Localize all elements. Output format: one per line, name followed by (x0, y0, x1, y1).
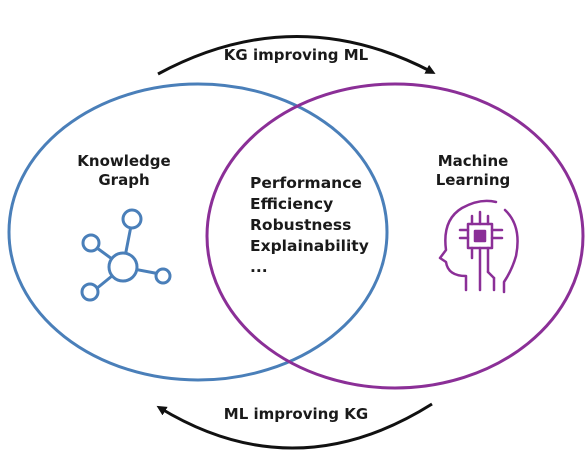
machine-learning-title-line2: Learning (435, 171, 511, 189)
knowledge-graph-title-line2: Graph (98, 171, 150, 189)
overlap-item: Explainability (250, 237, 369, 255)
overlap-item: Efficiency (250, 195, 334, 213)
machine-learning-title-line1: Machine (437, 152, 509, 170)
top-arrow (157, 35, 436, 76)
bottom-arrow-label: ML improving KG (223, 405, 369, 423)
bottom-arrow (156, 402, 433, 450)
overlap-item: Robustness (250, 216, 352, 234)
knowledge-graph-icon (80, 208, 172, 302)
knowledge-graph-circle (7, 82, 389, 382)
knowledge-graph-title: Knowledge Graph (64, 152, 184, 190)
overlap-item: ... (250, 258, 268, 276)
overlap-list: Performance Efficiency Robustness Explai… (250, 173, 369, 278)
top-arrow-label: KG improving ML (223, 46, 369, 64)
overlap-item: Performance (250, 174, 362, 192)
machine-learning-circle (205, 82, 585, 390)
knowledge-graph-title-line1: Knowledge (77, 152, 171, 170)
ai-head-chip-icon (438, 199, 519, 294)
machine-learning-title: Machine Learning (413, 152, 533, 190)
